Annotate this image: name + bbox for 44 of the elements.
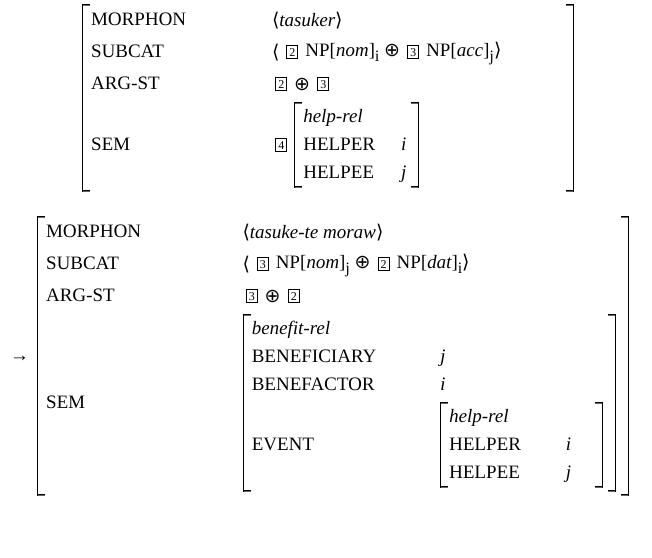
feature-name: MORPHON — [91, 9, 188, 31]
feature-value: NP[nom]$_{i}$ ⊕ — [305, 39, 400, 66]
feature-value: ⟨tasuke-te moraw⟩ — [242, 221, 384, 244]
feature-name: BENEFICIARY — [252, 346, 378, 368]
feature-name: SUBCAT — [91, 40, 165, 63]
operator: ⊕ — [294, 72, 310, 96]
feature-name: HELPER — [303, 134, 375, 156]
feature-value: NP[nom]$_{j}$ ⊕ — [276, 251, 371, 278]
feature-name: SEM — [46, 392, 86, 414]
feature-value: j — [401, 162, 406, 184]
feature-name: ARG-ST — [91, 72, 161, 95]
type-name: benefit-rel — [252, 318, 332, 340]
feature-name: BENEFACTOR — [252, 374, 376, 396]
feature-name: EVENT — [252, 434, 315, 456]
coindex-tag: 2 — [378, 256, 390, 271]
feature-value: ⟨tasuker⟩ — [272, 9, 344, 32]
type-name: help-rel — [449, 406, 510, 428]
feature-name: HELPEE — [449, 462, 521, 484]
coindex-tag: 3 — [246, 288, 258, 303]
angle-bracket: ⟨ — [272, 40, 280, 64]
feature-value: i — [566, 434, 572, 456]
feature-name: MORPHON — [46, 221, 142, 243]
coindex-tag: 4 — [275, 138, 288, 152]
coindex-tag: 3 — [256, 256, 269, 271]
feature-value: j — [440, 346, 446, 368]
type-name: help-rel — [303, 106, 364, 128]
coindex-tag: 3 — [407, 44, 420, 59]
feature-value: j — [566, 462, 572, 484]
feature-name: HELPER — [449, 434, 522, 456]
arrow-symbol: → — [10, 344, 29, 367]
coindex-tag: 2 — [275, 76, 288, 91]
angle-bracket: ⟨ — [242, 252, 250, 276]
feature-name: SUBCAT — [46, 252, 120, 275]
feature-value: i — [401, 134, 406, 156]
coindex-tag: 2 — [288, 288, 300, 303]
coindex-tag: 3 — [317, 76, 330, 91]
coindex-tag: 2 — [286, 44, 298, 59]
feature-name: HELPEE — [303, 162, 375, 184]
feature-value: i — [440, 374, 446, 396]
feature-value: NP[dat]$_{i}$⟩ — [396, 251, 470, 278]
feature-value: NP[acc]$_{j}$⟩ — [426, 39, 501, 66]
operator: ⊕ — [264, 284, 281, 308]
feature-name: ARG-ST — [46, 284, 116, 307]
feature-name: SEM — [91, 134, 132, 156]
